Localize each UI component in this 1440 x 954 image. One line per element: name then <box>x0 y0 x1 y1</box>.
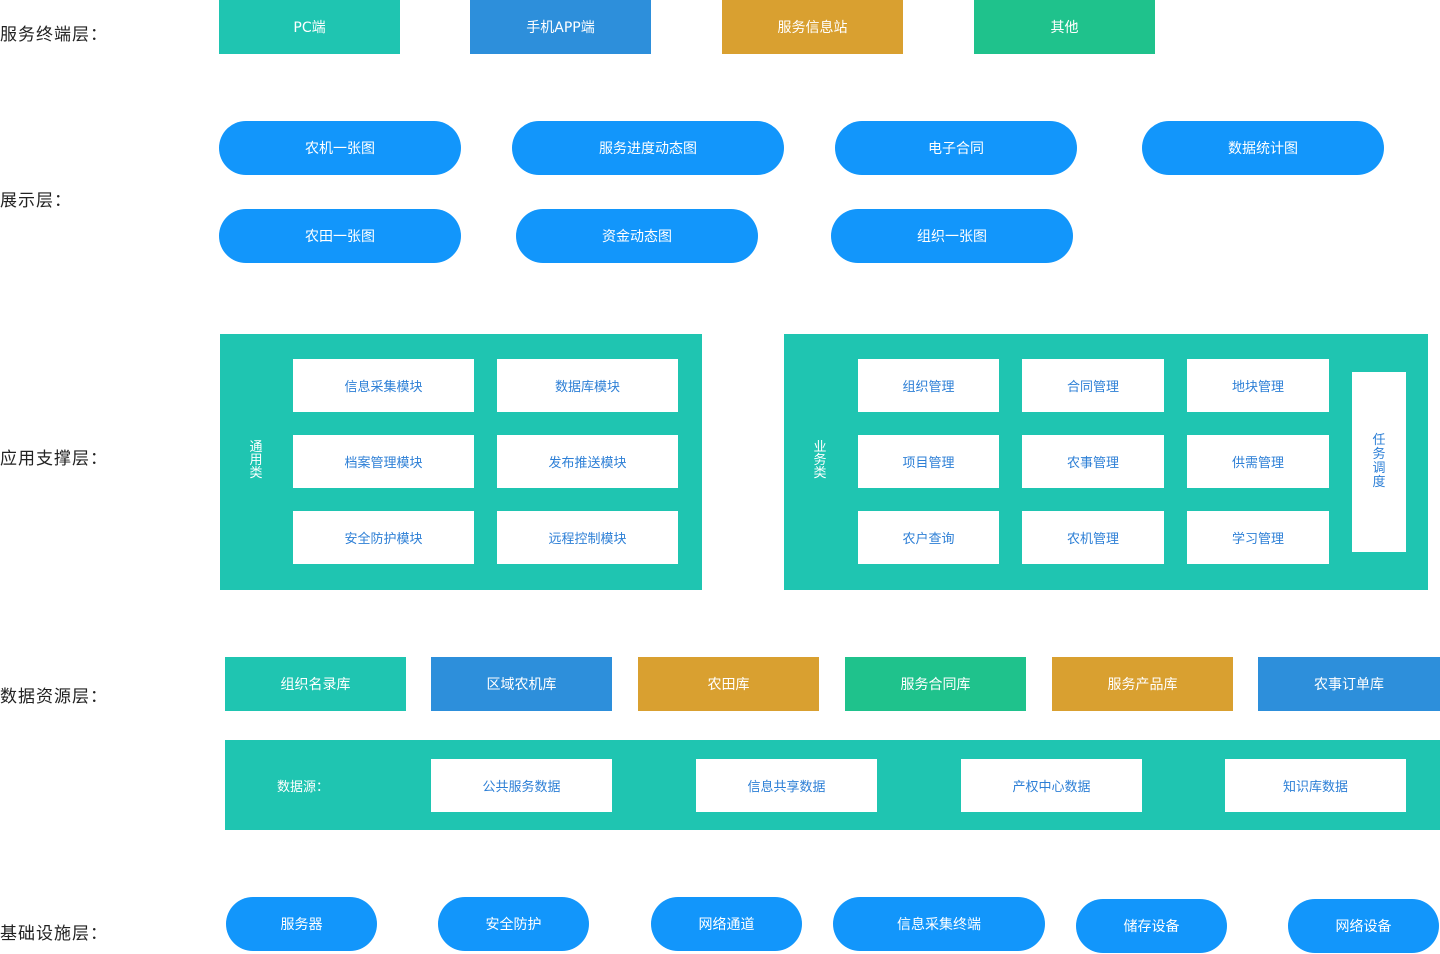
source-knowledge-base: 知识库数据 <box>1225 759 1406 812</box>
infra-storage: 储存设备 <box>1076 899 1227 953</box>
display-farmland-map: 农田一张图 <box>219 209 461 263</box>
display-service-progress: 服务进度动态图 <box>512 121 784 175</box>
terminal-info-station: 服务信息站 <box>722 0 903 54</box>
module-publish-push: 发布推送模块 <box>497 435 678 488</box>
module-farmer-query: 农户查询 <box>858 511 999 564</box>
module-plot-management: 地块管理 <box>1187 359 1329 412</box>
module-learning-management: 学习管理 <box>1187 511 1329 564</box>
terminal-pc: PC端 <box>219 0 400 54</box>
display-machinery-map: 农机一张图 <box>219 121 461 175</box>
general-panel-label: 通用类 <box>249 440 263 481</box>
infra-security: 安全防护 <box>438 897 589 951</box>
db-service-contract: 服务合同库 <box>845 657 1026 711</box>
module-machinery-management: 农机管理 <box>1022 511 1164 564</box>
infra-server: 服务器 <box>226 897 377 951</box>
task-scheduling-label: 任务调度 <box>1372 433 1386 490</box>
source-info-sharing: 信息共享数据 <box>696 759 877 812</box>
module-farming-management: 农事管理 <box>1022 435 1164 488</box>
db-service-product: 服务产品库 <box>1052 657 1233 711</box>
display-e-contract: 电子合同 <box>835 121 1077 175</box>
module-contract-management: 合同管理 <box>1022 359 1164 412</box>
terminal-mobile-app: 手机APP端 <box>470 0 651 54</box>
data-source-label: 数据源： <box>277 780 330 795</box>
module-project-management: 项目管理 <box>858 435 999 488</box>
terminal-other: 其他 <box>974 0 1155 54</box>
layer-label-data: 数据资源层： <box>0 687 108 707</box>
display-organization-map: 组织一张图 <box>831 209 1073 263</box>
module-remote-control: 远程控制模块 <box>497 511 678 564</box>
db-organization-directory: 组织名录库 <box>225 657 406 711</box>
business-panel-label: 业务类 <box>813 440 827 481</box>
layer-label-display: 展示层： <box>0 191 72 211</box>
layer-label-terminal: 服务终端层： <box>0 25 108 45</box>
source-property-center: 产权中心数据 <box>961 759 1142 812</box>
layer-label-infra: 基础设施层： <box>0 924 108 944</box>
db-farmland: 农田库 <box>638 657 819 711</box>
module-archive-management: 档案管理模块 <box>293 435 474 488</box>
module-organization-management: 组织管理 <box>858 359 999 412</box>
infra-network-equipment: 网络设备 <box>1288 899 1439 953</box>
layer-label-app: 应用支撑层： <box>0 449 108 469</box>
module-database: 数据库模块 <box>497 359 678 412</box>
module-task-scheduling: 任务调度 <box>1352 372 1406 552</box>
infra-network-channel: 网络通道 <box>651 897 802 951</box>
display-fund-dynamics: 资金动态图 <box>516 209 758 263</box>
db-farming-orders: 农事订单库 <box>1258 657 1440 711</box>
display-statistics: 数据统计图 <box>1142 121 1384 175</box>
infra-collection-terminal: 信息采集终端 <box>833 897 1045 951</box>
module-security: 安全防护模块 <box>293 511 474 564</box>
module-info-collection: 信息采集模块 <box>293 359 474 412</box>
module-supply-demand: 供需管理 <box>1187 435 1329 488</box>
db-regional-machinery: 区域农机库 <box>431 657 612 711</box>
source-public-service: 公共服务数据 <box>431 759 612 812</box>
